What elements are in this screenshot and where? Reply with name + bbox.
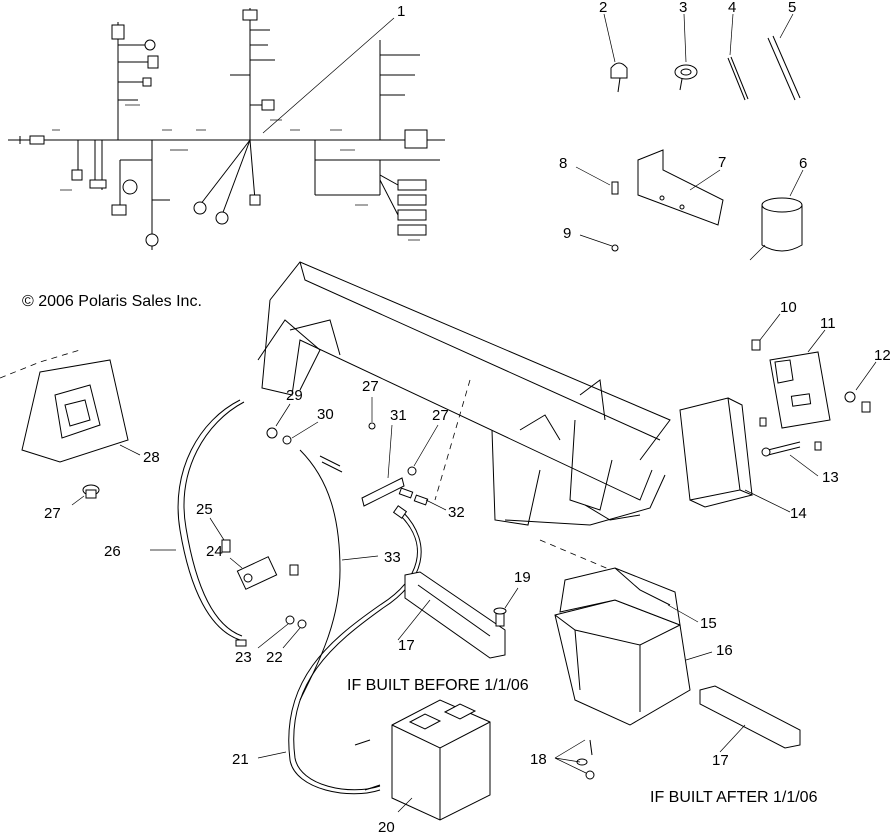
callout-11: 11: [820, 315, 836, 332]
callout-20: 20: [378, 819, 395, 835]
part-9-nut: [579, 234, 619, 252]
part-20-battery: [391, 699, 491, 821]
callout-2: 2: [599, 0, 607, 16]
callout-9: 9: [563, 225, 571, 242]
part-29-nut: [266, 403, 291, 439]
part-17-strap-after: [699, 685, 801, 753]
callout-13: 13: [822, 469, 839, 486]
part-7-bracket: [637, 149, 724, 226]
part-27-retainer-left: [71, 484, 100, 506]
callout-19: 19: [514, 569, 531, 586]
part-6-relay: [749, 169, 804, 261]
bolt-center: [319, 455, 343, 473]
callout-6: 6: [799, 155, 807, 172]
callout-8: 8: [559, 155, 567, 172]
battery-terminal-bolts: [354, 739, 381, 791]
part-15-battery-box-lid: [614, 567, 699, 623]
callout-12: 12: [874, 347, 891, 364]
copyright-notice: © 2006 Polaris Sales Inc.: [22, 293, 202, 310]
part-13-bolt: [759, 417, 822, 477]
part-11-ecu: [769, 329, 831, 429]
vehicle-frame: [257, 261, 671, 596]
part-14-ecu-cover: [679, 397, 791, 513]
part-31-fuse-block: [361, 424, 405, 507]
callout-27-right: 27: [432, 407, 449, 424]
part-4-tie-strap: [727, 13, 749, 101]
part-8-screw: [575, 166, 619, 195]
wiring-harness-schematic: [8, 8, 445, 250]
callout-28: 28: [143, 449, 160, 466]
part-12-grommet: [844, 361, 877, 413]
part-21-battery-cable: [257, 505, 422, 795]
callout-5: 5: [788, 0, 796, 16]
callout-7: 7: [718, 154, 726, 171]
callout-23: 23: [235, 649, 252, 666]
part-23-nut: [257, 615, 295, 649]
callout-1: 1: [397, 3, 405, 20]
part-3-grommet: [674, 13, 698, 91]
callout-32: 32: [448, 504, 465, 521]
callout-labels: 1 2 3 4 5 6 7 8 9 10 11 12 13 14 15 16 1…: [44, 0, 891, 835]
callout-15: 15: [700, 615, 717, 632]
part-26-harness-cable: [150, 399, 245, 641]
callout-21: 21: [232, 751, 249, 768]
note-built-before: IF BUILT BEFORE 1/1/06: [347, 677, 529, 694]
callout-31: 31: [390, 407, 407, 424]
callout-22: 22: [266, 649, 283, 666]
callout-18: 18: [530, 751, 547, 768]
callout-25: 25: [196, 501, 213, 518]
callout-14: 14: [790, 505, 807, 522]
callout-29: 29: [286, 387, 303, 404]
callout-33: 33: [384, 549, 401, 566]
part-25-terminal: [209, 517, 231, 553]
callout-27-upper: 27: [362, 378, 379, 395]
callout-27-left: 27: [44, 505, 61, 522]
callout-30: 30: [317, 406, 334, 423]
cable-end-terminal: [235, 564, 299, 647]
part-16-battery-box: [554, 567, 713, 726]
part-17-strap-before: [397, 571, 506, 659]
note-built-after: IF BUILT AFTER 1/1/06: [650, 789, 818, 806]
callout-10: 10: [780, 299, 797, 316]
callout-17-before: 17: [398, 637, 415, 654]
callout-16: 16: [716, 642, 733, 659]
part-33-cable: [299, 449, 379, 701]
part-27-retainer-upper: [368, 397, 376, 430]
part-30-washer: [282, 421, 319, 445]
part-32-fuse: [398, 487, 447, 511]
part-22-nut: [282, 619, 307, 649]
part-24-solenoid: [229, 556, 278, 590]
callout-3: 3: [679, 0, 687, 16]
callout-4: 4: [728, 0, 736, 16]
part-27-retainer-right: [407, 424, 439, 476]
part-10-grommet: [751, 313, 781, 351]
callout-17-after: 17: [712, 752, 729, 769]
part-2-clip: [603, 13, 628, 93]
callout-26: 26: [104, 543, 121, 560]
part-28-cover: [0, 349, 141, 463]
part-5-tie-strap: [767, 13, 801, 101]
part-18-hardware: [554, 739, 595, 780]
callout-24: 24: [206, 543, 223, 560]
part-19-bolt: [493, 587, 519, 627]
